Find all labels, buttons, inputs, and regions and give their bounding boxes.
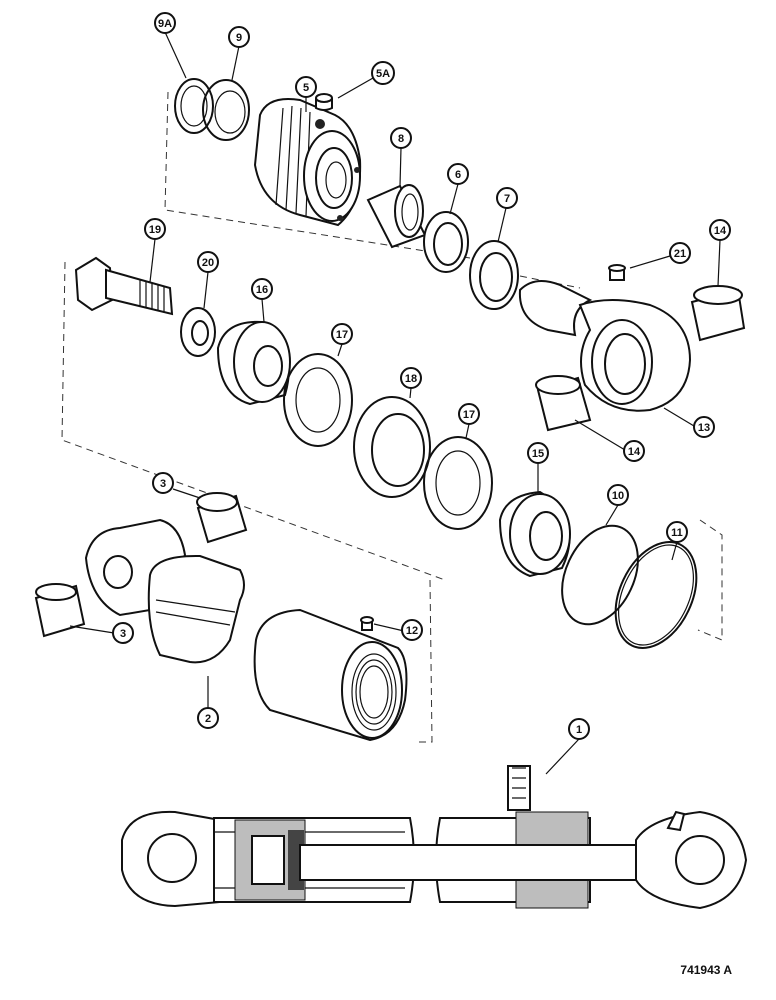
part-9a-seal-ring (174, 78, 214, 134)
svg-text:9A: 9A (158, 18, 172, 30)
callout-7: 7 (496, 187, 518, 209)
part-20-washer (180, 307, 216, 357)
callout-10: 10 (607, 484, 629, 506)
callout-18: 18 (400, 367, 422, 389)
callout-2: 2 (197, 707, 219, 729)
part-6-wiper (423, 211, 469, 273)
group-outline-rod-end (418, 579, 433, 743)
svg-text:17: 17 (463, 409, 475, 421)
svg-text:6: 6 (455, 169, 461, 181)
part-2-tube-clevis (84, 518, 245, 664)
callout-14-lower: 14 (623, 440, 645, 462)
svg-text:1: 1 (576, 724, 582, 736)
callout-1: 1 (568, 718, 590, 740)
part-9-seal (202, 79, 250, 141)
svg-text:2: 2 (205, 713, 211, 725)
callout-9a: 9A (154, 12, 176, 34)
svg-text:3: 3 (120, 628, 126, 640)
svg-text:19: 19 (149, 224, 161, 236)
group-outline-piston (61, 261, 723, 641)
part-21-grease-fitting (608, 264, 626, 281)
callout-6: 6 (447, 163, 469, 185)
figure-id: 741943 A (680, 963, 732, 977)
part-5-gland (253, 98, 362, 227)
svg-text:15: 15 (532, 448, 544, 460)
callout-16: 16 (251, 278, 273, 300)
callout-17-upper: 17 (331, 323, 353, 345)
svg-text:9: 9 (236, 32, 242, 44)
svg-text:8: 8 (398, 133, 404, 145)
svg-text:7: 7 (504, 193, 510, 205)
part-14-bushing-upper (690, 285, 746, 342)
callout-12: 12 (401, 619, 423, 641)
part-8-bushing (366, 184, 427, 249)
svg-text:18: 18 (405, 373, 417, 385)
callout-15: 15 (527, 442, 549, 464)
callout-17-lower: 17 (458, 403, 480, 425)
part-13-rod-eye (518, 280, 692, 412)
group-outline-gland (164, 91, 581, 289)
part-3-bushing-lower (34, 583, 86, 638)
leader-lines (69, 31, 721, 775)
part-17-piston-ring-upper (283, 353, 353, 447)
svg-text:5: 5 (303, 82, 309, 94)
callout-9: 9 (228, 26, 250, 48)
svg-text:20: 20 (202, 257, 214, 269)
callout-14-upper: 14 (709, 219, 731, 241)
part-10-o-ring (561, 524, 639, 626)
callout-5: 5 (295, 76, 317, 98)
callout-11: 11 (666, 521, 688, 543)
part-17-piston-ring-lower (423, 436, 493, 530)
svg-text:16: 16 (256, 284, 268, 296)
svg-text:17: 17 (336, 329, 348, 341)
svg-text:5A: 5A (376, 68, 390, 80)
svg-text:14: 14 (628, 446, 641, 458)
callout-5a: 5A (371, 61, 395, 85)
part-barrel (253, 608, 408, 742)
svg-text:11: 11 (671, 527, 683, 539)
callout-8: 8 (390, 127, 412, 149)
part-11-backup-ring (614, 541, 698, 649)
svg-text:12: 12 (406, 625, 418, 637)
svg-text:10: 10 (612, 490, 624, 502)
callout-20: 20 (197, 251, 219, 273)
part-14-bushing-lower (535, 375, 592, 432)
part-15-piston-nut (498, 490, 571, 578)
callout-3-upper: 3 (152, 472, 174, 494)
svg-text:3: 3 (160, 478, 166, 490)
part-18-wear-ring (353, 396, 431, 498)
part-19-bolt (74, 256, 174, 316)
part-7-rod-seal (469, 240, 519, 310)
callout-3-lower: 3 (112, 622, 134, 644)
callout-21: 21 (669, 242, 691, 264)
assembled-cylinder-section-view (121, 765, 748, 910)
svg-text:14: 14 (714, 225, 727, 237)
part-3-bushing-upper (196, 492, 248, 544)
part-5a-plug (315, 93, 333, 111)
part-16-piston (216, 320, 291, 406)
svg-text:21: 21 (674, 248, 686, 260)
part-12-set-screw (360, 616, 374, 631)
svg-text:13: 13 (698, 422, 710, 434)
callout-13: 13 (693, 416, 715, 438)
callout-19: 19 (144, 218, 166, 240)
